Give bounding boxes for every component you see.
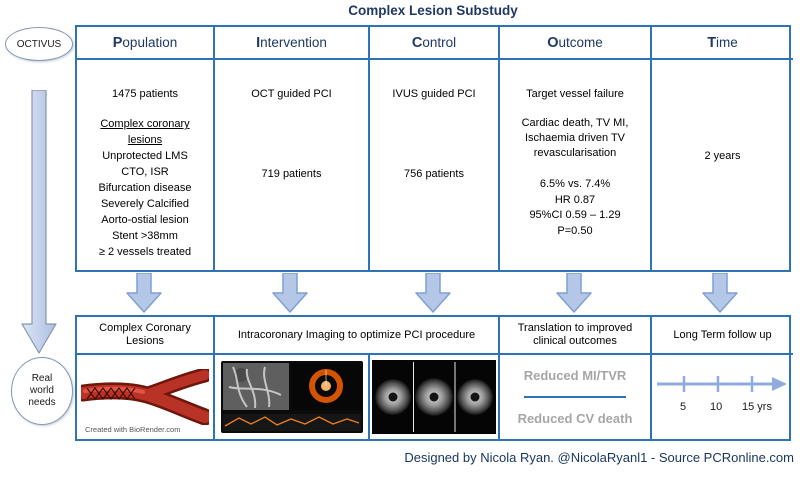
outcome-result: HR 0.87 xyxy=(554,193,596,206)
artery-illustration: Created with BioRender.com xyxy=(77,355,215,439)
intervention-cell: OCT guided PCI 719 patients xyxy=(215,60,370,270)
outcome-primary: Target vessel failure xyxy=(526,88,624,100)
intervention-description: OCT guided PCI xyxy=(251,88,332,100)
outcome-result: P=0.50 xyxy=(557,224,593,237)
outcome-result: 6.5% vs. 7.4% xyxy=(539,178,611,190)
lesions-label: Complex Coronary Lesions xyxy=(77,317,215,355)
timeline-tick-label: 15 yrs xyxy=(742,401,772,413)
biorender-caption: Created with BioRender.com xyxy=(85,425,181,434)
down-arrow-icon xyxy=(556,273,592,313)
improved-outcomes-cell: Reduced MI/TVR Reduced CV death xyxy=(500,355,652,439)
down-arrow-icon xyxy=(272,273,308,313)
octivus-label: OCTIVUS xyxy=(16,38,62,50)
reduced-mi-tvr-text: Reduced MI/TVR xyxy=(523,355,627,398)
control-count: 756 patients xyxy=(404,168,464,180)
population-item: ≥ 2 vessels treated xyxy=(98,246,192,258)
summary-table: Complex Coronary Lesions Intracoronary I… xyxy=(75,315,793,441)
real-world-line: Real xyxy=(31,373,53,384)
header-initial: O xyxy=(547,34,559,51)
header-initial: I xyxy=(256,34,261,51)
population-item: Aorto-ostial lesion xyxy=(101,214,189,226)
intervention-count: 719 patients xyxy=(261,168,322,180)
page-title: Complex Lesion Substudy xyxy=(348,3,518,18)
down-arrow-icon xyxy=(702,273,738,313)
control-cell: IVUS guided PCI 756 patients xyxy=(370,60,500,270)
angiogram-oct-image xyxy=(215,355,370,439)
down-arrow-icon xyxy=(415,273,451,313)
ivus-panel xyxy=(372,360,496,434)
real-world-line: world xyxy=(30,385,54,396)
header-rest: opulation xyxy=(122,35,178,50)
outcome-composite: Cardiac death, TV MI, Ischaemia driven T… xyxy=(521,117,629,159)
timeline-tick-label: 5 xyxy=(680,401,687,413)
population-item: Unprotected LMS xyxy=(102,150,188,162)
header-initial: C xyxy=(411,34,423,51)
credit-text: Designed by Nicola Ryan. @NicolaRyanl1 -… xyxy=(404,450,794,465)
header-rest: ntervention xyxy=(260,35,327,50)
header-rest: utcome xyxy=(558,35,603,50)
real-world-line: needs xyxy=(28,397,56,408)
population-subtitle: Complex coronary lesions xyxy=(100,118,190,146)
population-item: Severely Calcified xyxy=(100,198,190,210)
followup-label: Long Term follow up xyxy=(652,317,793,355)
outcome-cell: Target vessel failure Cardiac death, TV … xyxy=(500,60,652,270)
time-cell: 2 years xyxy=(652,60,793,270)
header-rest: ime xyxy=(716,35,738,50)
header-rest: ontrol xyxy=(422,35,457,50)
timeline-arrow xyxy=(657,376,787,392)
population-item: CTO, ISR xyxy=(121,166,169,178)
octivus-badge: OCTIVUS xyxy=(5,27,73,61)
real-world-needs-badge: Real world needs xyxy=(11,357,73,425)
outcome-result: 95%CI 0.59 – 1.29 xyxy=(529,209,621,221)
down-flow-arrow xyxy=(21,90,57,354)
control-description: IVUS guided PCI xyxy=(392,88,476,100)
followup-timeline-cell: 5 10 15 yrs xyxy=(652,355,793,439)
timeline-tick-label: 10 xyxy=(710,401,723,413)
ivus-image xyxy=(370,355,500,439)
population-cell: 1475 patients Complex coronary lesions U… xyxy=(77,60,215,270)
translation-label: Translation to improved clinical outcome… xyxy=(500,317,652,355)
imaging-label: Intracoronary Imaging to optimize PCI pr… xyxy=(215,317,500,355)
header-initial: T xyxy=(707,34,717,51)
header-initial: P xyxy=(112,34,123,51)
time-value: 2 years xyxy=(704,150,741,162)
down-arrow-icon xyxy=(126,273,162,313)
oct-angiogram-panel xyxy=(220,361,363,433)
artery-image xyxy=(81,369,209,425)
reduced-cv-death-text: Reduced CV death xyxy=(517,411,633,426)
population-item: Bifurcation disease xyxy=(98,182,192,194)
population-count: 1475 patients xyxy=(111,88,179,100)
population-item: Stent >38mm xyxy=(112,230,178,242)
